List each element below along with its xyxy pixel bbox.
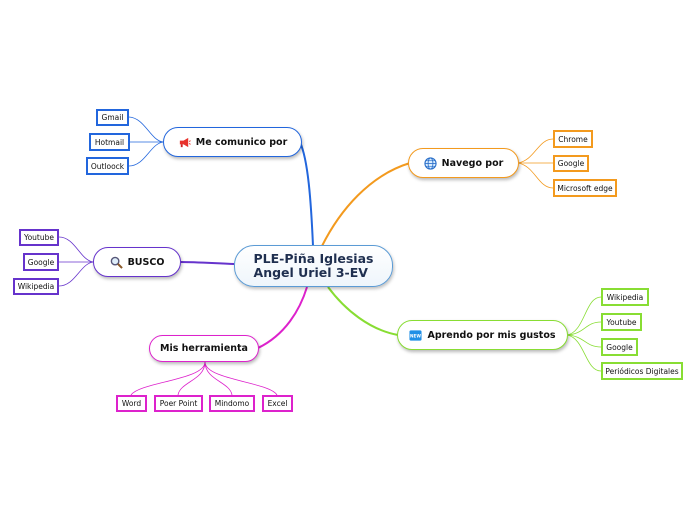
leaf-poer-point[interactable]: Poer Point	[154, 395, 203, 412]
branch-aprendo-por-mis-gustos[interactable]: NEW Aprendo por mis gustos	[397, 320, 568, 350]
globe-icon	[424, 156, 437, 170]
leaf-gmail[interactable]: Gmail	[96, 109, 129, 126]
connector-central-herramienta	[257, 286, 308, 349]
branch-navego-por[interactable]: Navego por	[408, 148, 519, 178]
leaf-aprendo-google-label: Google	[606, 342, 633, 352]
svg-text:NEW: NEW	[411, 333, 422, 338]
connector-comunico-outloock	[128, 141, 164, 167]
leaf-periodicos-digitales[interactable]: Periódicos Digitales	[601, 362, 683, 380]
connector-busco-wikipedia	[58, 261, 94, 287]
branch-navego-por-label: Navego por	[441, 157, 504, 169]
leaf-aprendo-youtube[interactable]: Youtube	[601, 313, 642, 331]
leaf-busco-google-label: Google	[27, 257, 55, 267]
leaf-busco-wikipedia[interactable]: Wikipedia	[13, 278, 59, 295]
connector-central-navego	[321, 162, 411, 247]
magnifier-icon	[110, 256, 123, 269]
connector-central-busco	[179, 261, 235, 265]
connector-aprendo-google	[566, 334, 602, 348]
connector-navego-chrome	[517, 138, 554, 164]
central-topic[interactable]: PLE-Piña Iglesias Angel Uriel 3-EV	[234, 245, 393, 287]
leaf-aprendo-wikipedia-label: Wikipedia	[606, 292, 644, 302]
connector-aprendo-periodicos	[566, 334, 602, 372]
leaf-poer-point-label: Poer Point	[159, 399, 198, 408]
leaf-busco-google[interactable]: Google	[23, 253, 59, 271]
leaf-busco-youtube-label: Youtube	[24, 233, 54, 242]
new-badge-icon: NEW	[409, 329, 423, 342]
leaf-word[interactable]: Word	[116, 395, 147, 412]
leaf-periodicos-digitales-label: Periódicos Digitales	[605, 366, 679, 376]
leaf-hotmail-label: Hotmail	[94, 137, 125, 147]
connector-herramienta-excel	[204, 361, 278, 396]
branch-mis-herramienta-label: Mis herramienta	[160, 343, 248, 354]
connector-herramienta-word	[130, 361, 206, 396]
connector-comunico-gmail	[128, 116, 164, 143]
leaf-busco-youtube[interactable]: Youtube	[19, 229, 59, 246]
branch-busco[interactable]: BUSCO	[93, 247, 181, 277]
megaphone-icon	[178, 136, 191, 149]
leaf-navego-google-label: Google	[557, 159, 585, 168]
leaf-mindomo[interactable]: Mindomo	[209, 395, 255, 412]
connector-busco-youtube	[58, 236, 94, 263]
connector-aprendo-youtube	[566, 321, 602, 336]
branch-aprendo-por-mis-gustos-label: Aprendo por mis gustos	[427, 329, 556, 341]
connector-herramienta-mindomo	[204, 361, 233, 396]
leaf-outloock[interactable]: Outloock	[86, 157, 129, 175]
leaf-word-label: Word	[121, 399, 142, 408]
central-topic-label: PLE-Piña Iglesias Angel Uriel 3-EV	[253, 251, 374, 280]
leaf-navego-google[interactable]: Google	[553, 155, 589, 172]
leaf-aprendo-youtube-label: Youtube	[606, 317, 637, 327]
leaf-outloock-label: Outloock	[90, 161, 125, 171]
leaf-gmail-label: Gmail	[101, 113, 124, 122]
branch-mis-herramienta[interactable]: Mis herramienta	[149, 335, 259, 362]
leaf-mindomo-label: Mindomo	[214, 399, 250, 408]
leaf-excel-label: Excel	[267, 399, 288, 408]
leaf-microsoft-edge-label: Microsoft edge	[557, 183, 613, 193]
leaf-busco-wikipedia-label: Wikipedia	[17, 282, 55, 291]
connector-central-aprendo	[327, 286, 399, 336]
leaf-chrome-label: Chrome	[558, 134, 588, 144]
connector-aprendo-wikipedia	[566, 296, 602, 336]
connector-navego-edge	[517, 162, 554, 189]
branch-me-comunico-por[interactable]: Me comunico por	[163, 127, 302, 157]
leaf-aprendo-google[interactable]: Google	[601, 338, 638, 356]
branch-me-comunico-por-label: Me comunico por	[195, 136, 288, 148]
leaf-chrome[interactable]: Chrome	[553, 130, 593, 148]
connector-herramienta-poerpoint	[177, 361, 206, 396]
leaf-hotmail[interactable]: Hotmail	[89, 133, 130, 151]
leaf-microsoft-edge[interactable]: Microsoft edge	[553, 179, 617, 197]
leaf-excel[interactable]: Excel	[262, 395, 293, 412]
connector-central-comunico	[299, 141, 314, 247]
branch-busco-label: BUSCO	[127, 256, 165, 268]
leaf-aprendo-wikipedia[interactable]: Wikipedia	[601, 288, 649, 306]
